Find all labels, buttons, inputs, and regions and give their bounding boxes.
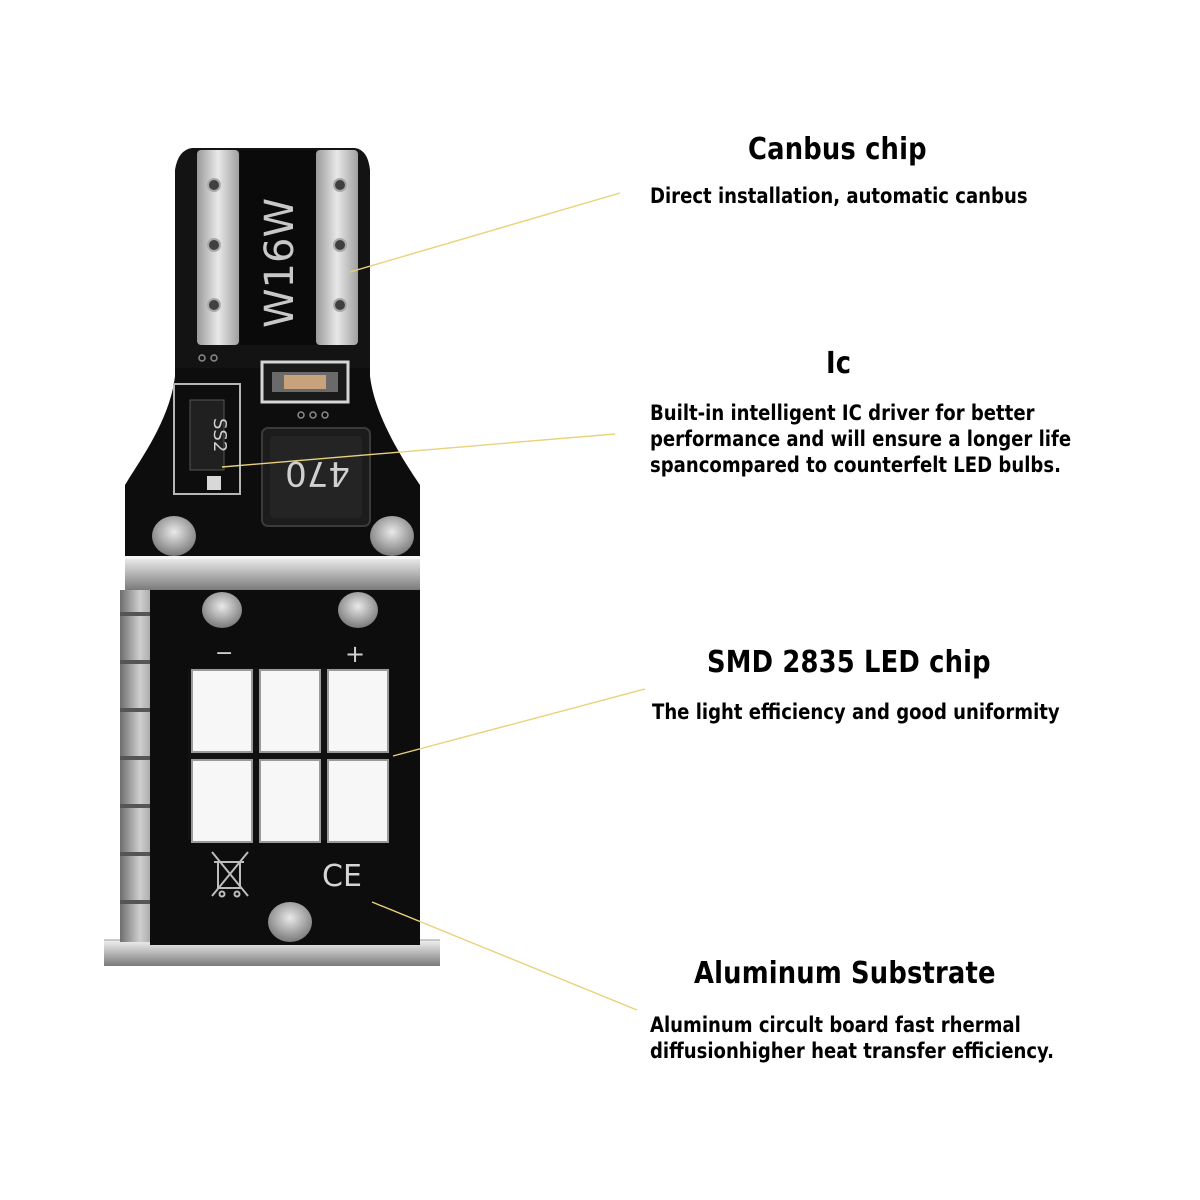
aluminum-bar [125,556,420,590]
callout-title-canbus: Canbus chip [748,132,927,167]
diode-ss2: SS2 [173,383,241,495]
callout-title-ic: Ic [826,346,852,381]
desc-line: spancompared to counterfelt LED bulbs. [650,453,1061,477]
callout-desc-ic: Built-in intelligent IC driver for bette… [650,400,1071,478]
callout-title-aluminum: Aluminum Substrate [694,956,996,991]
callout-desc-aluminum: Aluminum circult board fast rhermal diff… [650,1012,1054,1064]
resistor-chip [260,360,350,404]
desc-line: diffusionhigher heat transfer efficiency… [650,1039,1055,1063]
weee-bin-icon [211,851,249,898]
shoulder-pads [152,516,414,556]
callout-desc-led-chip: The light efficiency and good uniformity [652,699,1060,725]
contact-dots [207,178,347,312]
wedge-stem [175,148,370,368]
inductor-470: 470 [261,427,371,527]
desc-line: Aluminum circult board fast rhermal [650,1013,1021,1037]
desc-line: The light efficiency and good uniformity [652,700,1060,724]
bottom-pad [268,902,312,942]
tiny-pads [198,354,329,419]
terminal-pads [202,592,378,628]
led-chip-array [188,668,390,843]
desc-line: Built-in intelligent IC driver for bette… [650,401,1035,425]
minus-marking: − [215,641,233,666]
ce-mark: CE [322,859,362,894]
desc-line: performance and will ensure a longer lif… [650,427,1072,451]
plus-marking: + [345,640,365,668]
leader-lines [221,192,646,1011]
callout-title-led-chip: SMD 2835 LED chip [707,645,991,680]
callout-desc-canbus: Direct installation, automatic canbus [650,183,1028,209]
diode-marking: SS2 [209,418,230,452]
desc-line: Direct installation, automatic canbus [650,184,1028,208]
model-marking: W16W [257,198,303,328]
